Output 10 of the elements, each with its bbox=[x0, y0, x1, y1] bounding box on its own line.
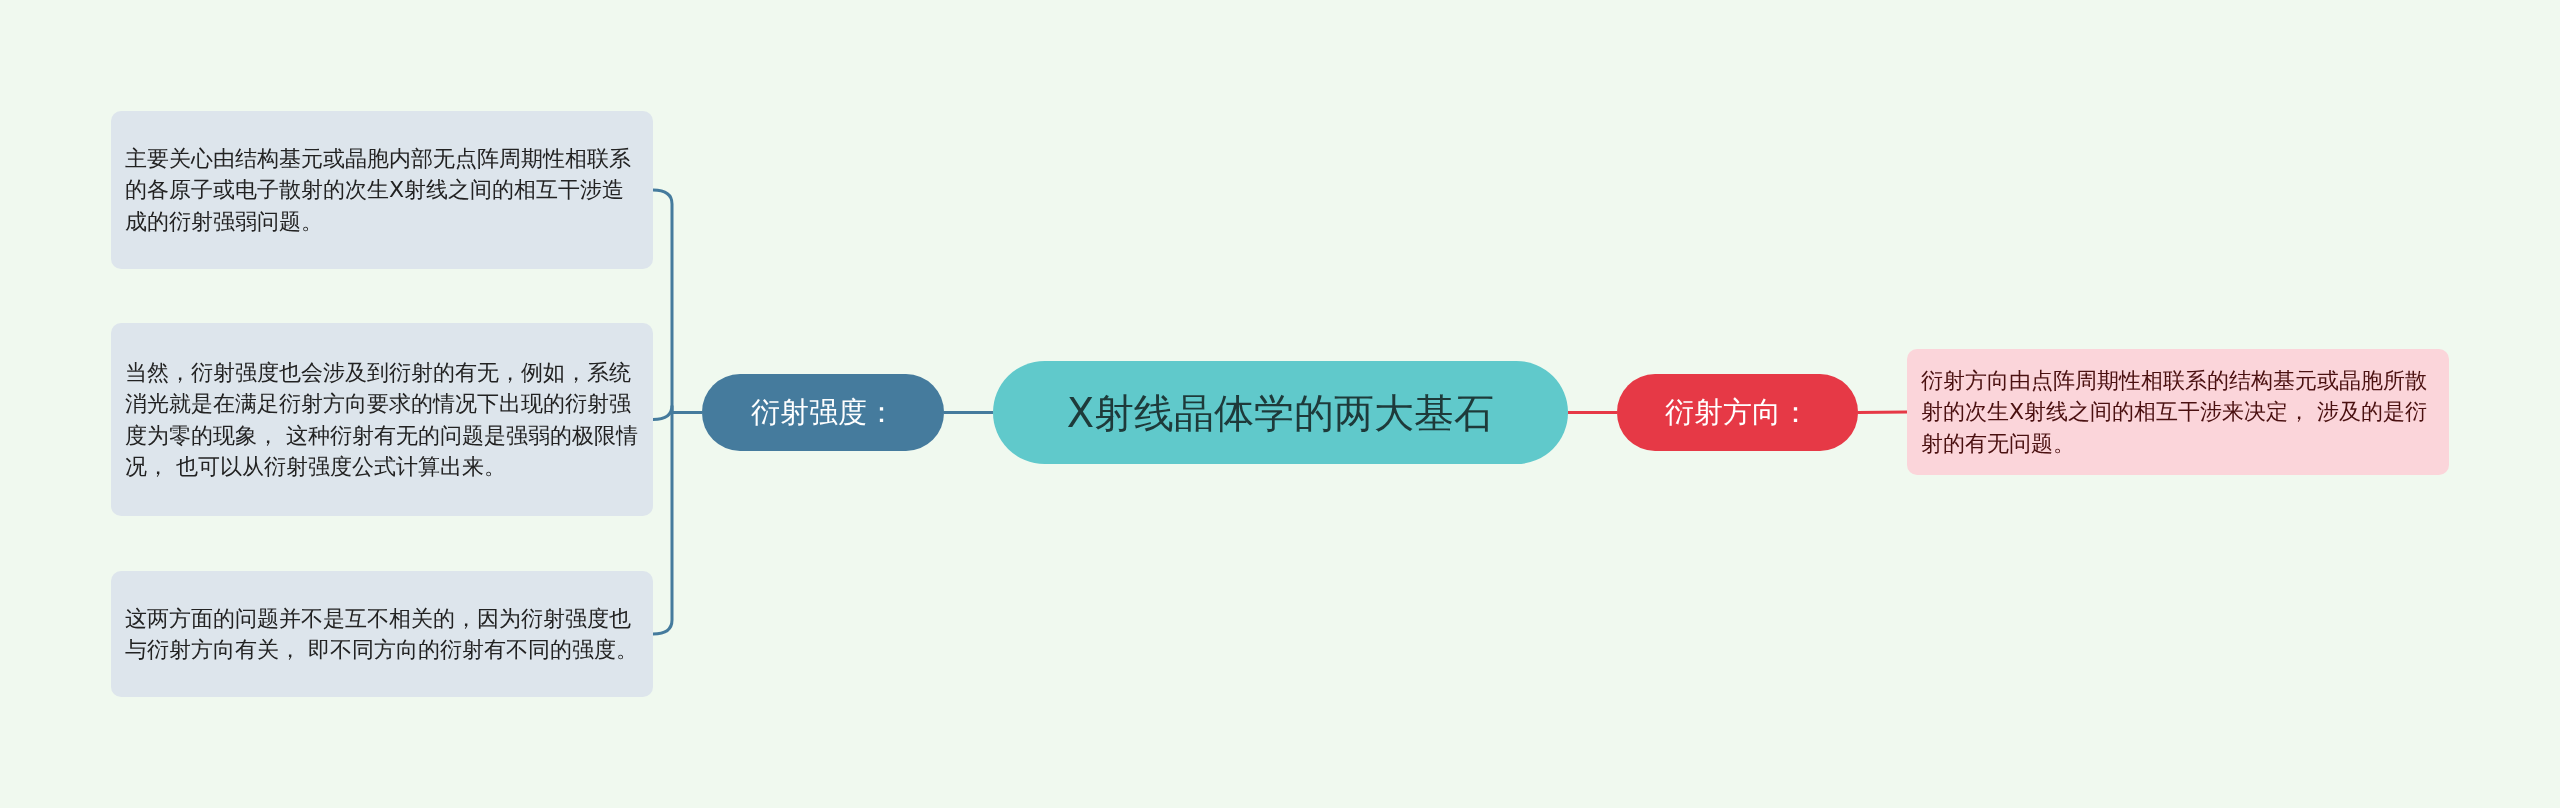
topic-node: 衍射强度： bbox=[702, 374, 944, 451]
text-card: 衍射方向由点阵周期性相联系的结构基元或晶胞所散射的次生X射线之间的相互干涉来决定， 涉及的是衍射的有无问题。 bbox=[1907, 349, 2449, 475]
text-card: 这两方面的问题并不是互不相关的，因为衍射强度也与衍射方向有关， 即不同方向的衍射有不同的强度。 bbox=[111, 571, 653, 697]
connector-line bbox=[944, 411, 993, 414]
text-card: 当然，衍射强度也会涉及到衍射的有无，例如，系统消光就是在满足衍射方向要求的情况下出现的衍射强度为零的现象， 这种衍射有无的问题是强弱的极限情况， 也可以从衍射强度公式计算出来。 bbox=[111, 323, 653, 516]
text-card: 主要关心由结构基元或晶胞内部无点阵周期性相联系的各原子或电子散射的次生X射线之间的相互干涉造成的衍射强弱问题。 bbox=[111, 111, 653, 269]
topic-node: 衍射方向： bbox=[1617, 374, 1858, 451]
root-node: X射线晶体学的两大基石 bbox=[993, 361, 1568, 464]
connector-line bbox=[1568, 411, 1617, 414]
connector-line bbox=[1858, 410, 1907, 414]
